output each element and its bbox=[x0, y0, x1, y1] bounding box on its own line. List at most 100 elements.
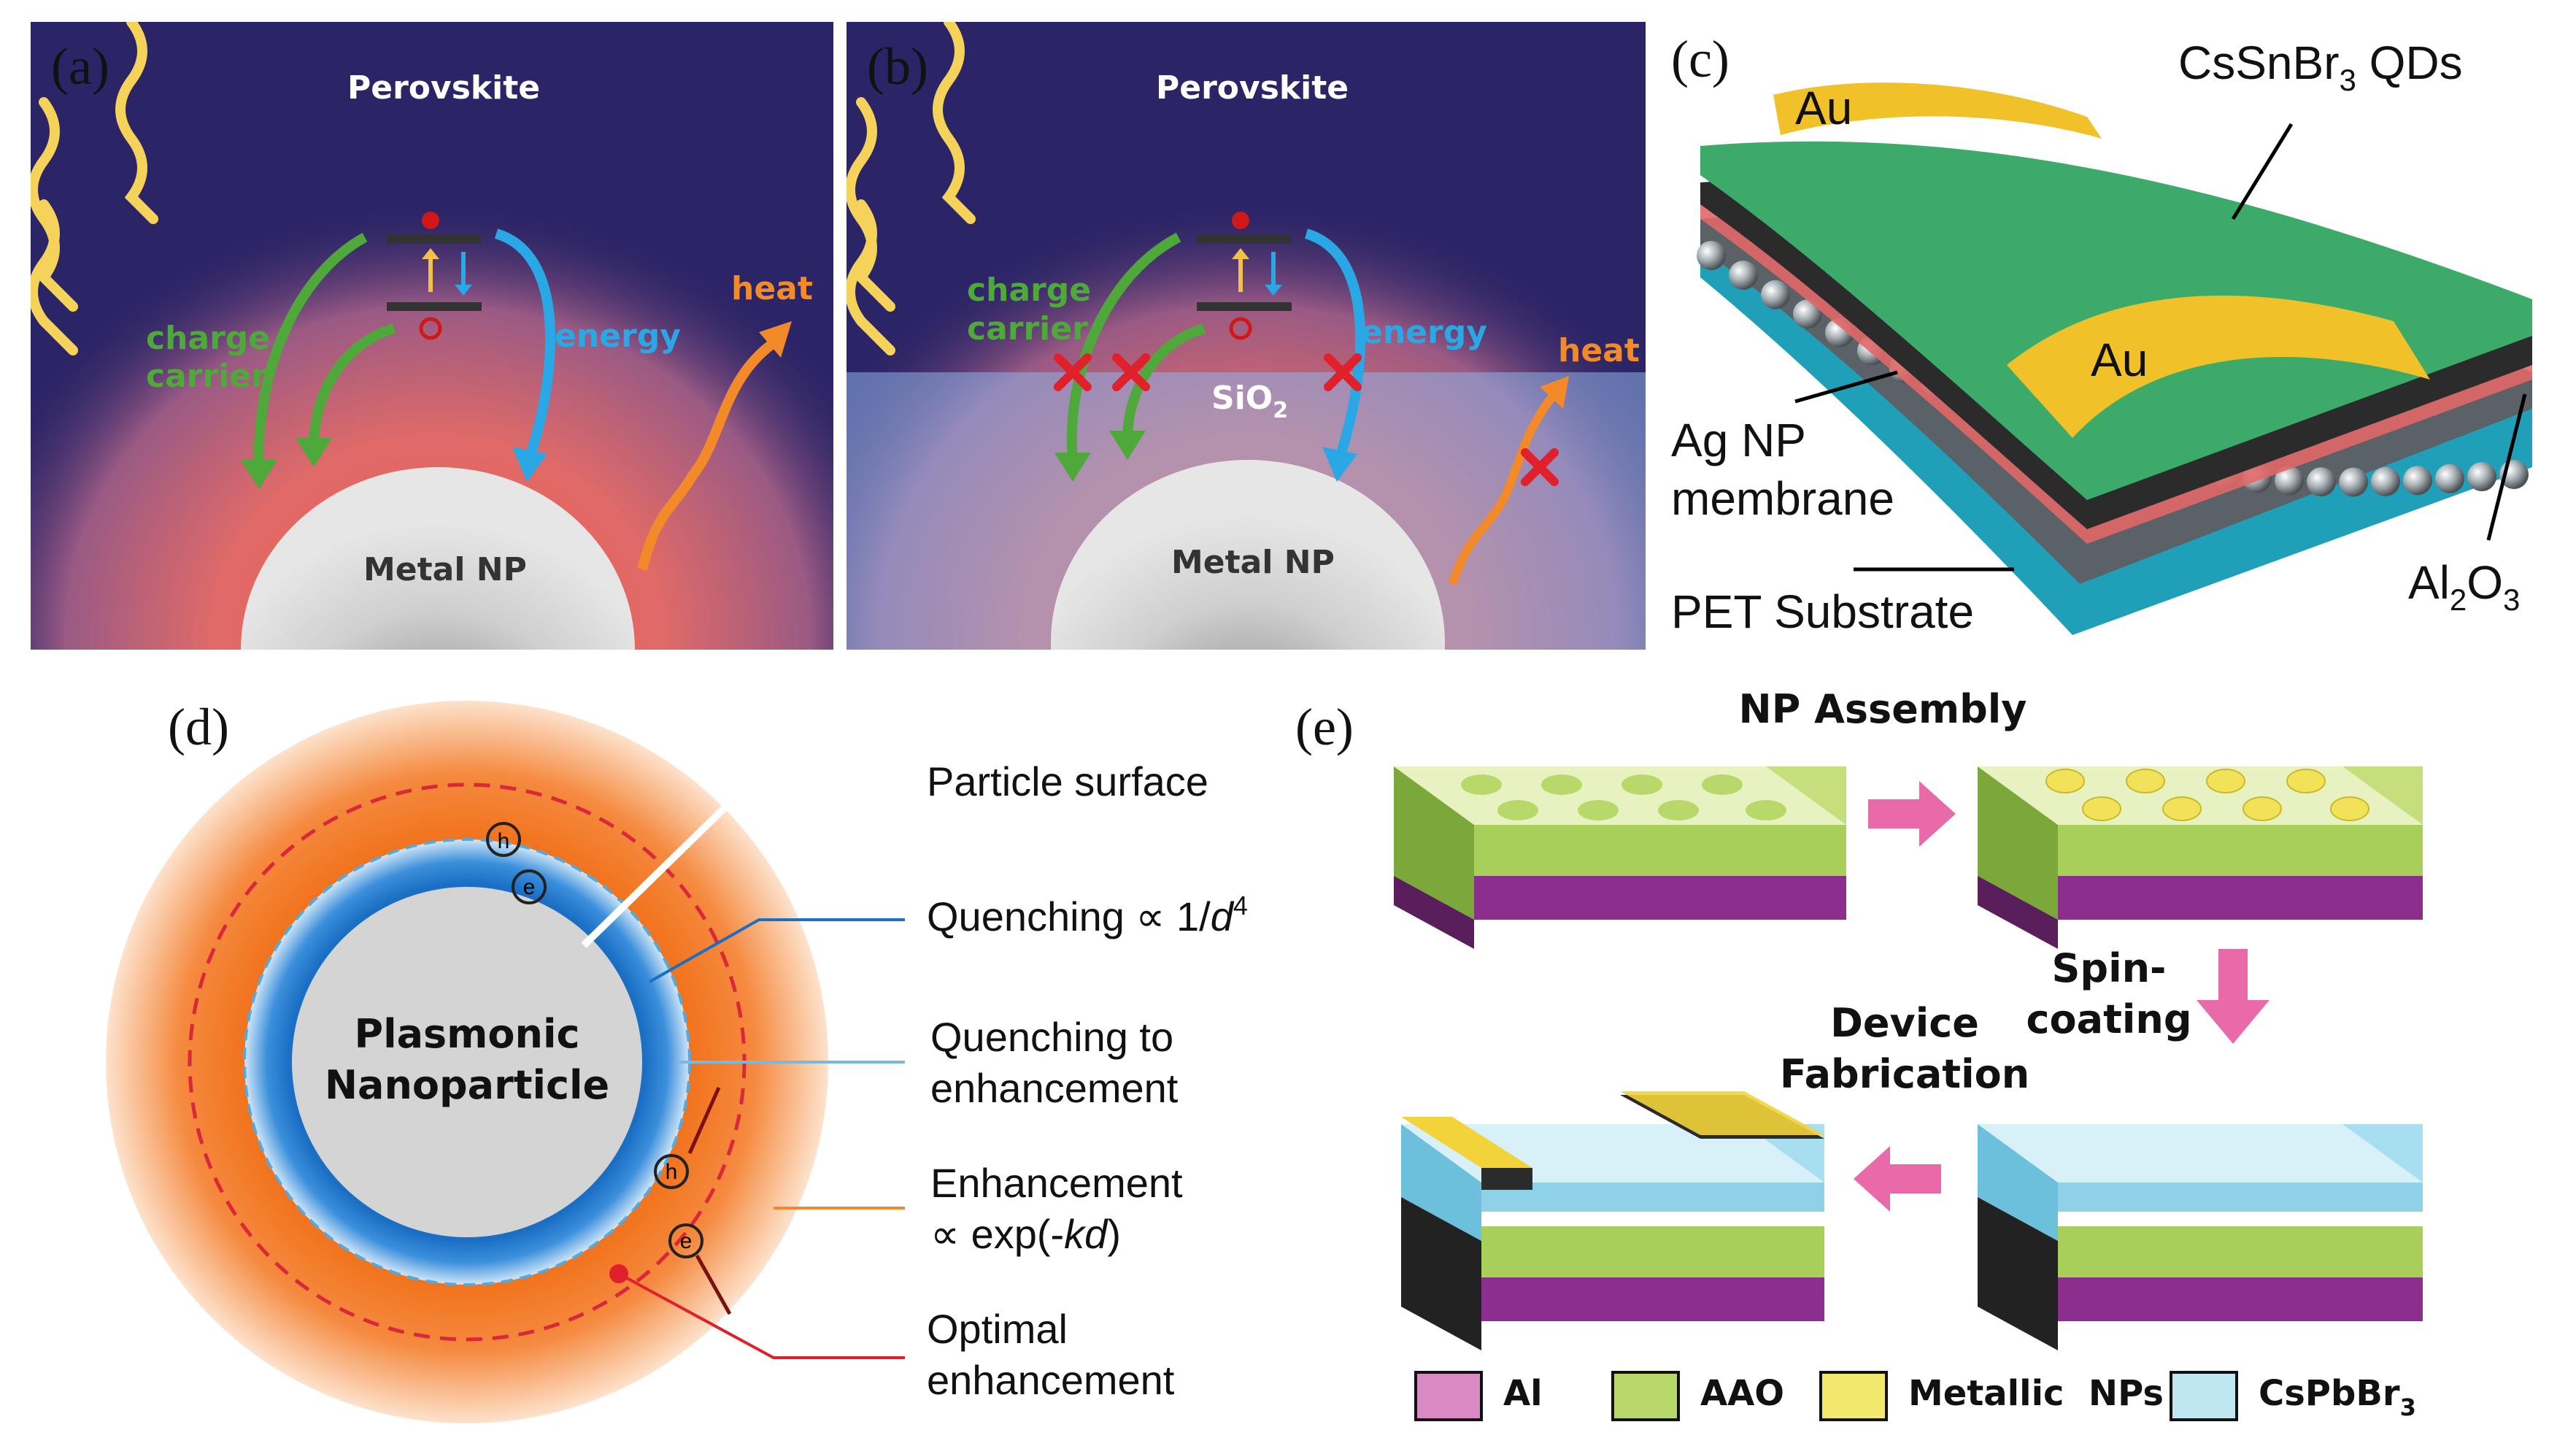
spin-label-1: Spin- bbox=[2052, 945, 2167, 991]
perovskite-label: Perovskite bbox=[347, 69, 540, 107]
metal-np-label: Metal NP bbox=[363, 551, 527, 588]
carrier-label: carrier bbox=[146, 358, 267, 395]
panel-e: (e) NP Assembly bbox=[1295, 686, 2423, 1421]
np-assembly-label: NP Assembly bbox=[1739, 686, 2027, 732]
svg-text:h: h bbox=[666, 1160, 678, 1184]
svg-text:e: e bbox=[523, 875, 536, 899]
quenching-label: Quenching ∝ 1/d4 bbox=[927, 891, 1248, 939]
au-bottom-label: Au bbox=[2091, 334, 2148, 386]
al2o3-leader-line bbox=[2486, 393, 2527, 541]
energy-transfer-arrow bbox=[494, 228, 556, 455]
surface-marker bbox=[581, 793, 740, 948]
device-label-2: Fabrication bbox=[1780, 1051, 2029, 1097]
ag-nanoparticle bbox=[2403, 466, 2432, 496]
optimal-label-2: enhancement bbox=[927, 1357, 1175, 1403]
heat-arrow bbox=[1448, 391, 1558, 585]
panel-a: (a) Perovskite charge carrier energy hea… bbox=[31, 22, 833, 650]
quenching-leader bbox=[649, 918, 905, 983]
arrow-down bbox=[2197, 949, 2270, 1044]
panel-b: (b) Perovskite charge carrier energy hea… bbox=[847, 22, 1646, 650]
ag-np-label: Ag NP bbox=[1671, 414, 1806, 466]
legend-swatch-aao bbox=[1611, 1371, 1680, 1421]
panel-d: (d) Plasmonic Nanoparticle h e h e bbox=[106, 698, 1248, 1423]
block-aao bbox=[1394, 766, 1846, 949]
au-top-label: Au bbox=[1795, 82, 1852, 134]
device-label-1: Device bbox=[1830, 1000, 1979, 1046]
np-label-1: Plasmonic bbox=[355, 1011, 580, 1057]
ag-nanoparticle bbox=[2467, 462, 2496, 491]
block-aao-nps bbox=[1978, 766, 2423, 949]
optimal-label-1: Optimal bbox=[927, 1306, 1068, 1352]
q2e-label-2: enhancement bbox=[930, 1065, 1179, 1111]
membrane-label: membrane bbox=[1671, 472, 1894, 525]
block-with-perovskite bbox=[1978, 1124, 2423, 1350]
ag-nanoparticle bbox=[1793, 299, 1822, 329]
legend-swatch-nps bbox=[1819, 1371, 1888, 1421]
au-electrode-top bbox=[1773, 82, 2102, 139]
heat-arrow bbox=[637, 339, 777, 571]
carrier-label: carrier bbox=[967, 310, 1088, 347]
legend: Al AAO Metallic NPs CsPbBr3 bbox=[1414, 1371, 2416, 1421]
incident-light-rays bbox=[31, 22, 158, 355]
legend-label-nps: Metallic NPs bbox=[1908, 1373, 2164, 1414]
ag-nanoparticle bbox=[1761, 280, 1790, 309]
exciton-far: h e bbox=[654, 1086, 732, 1315]
ag-leader-line bbox=[1794, 370, 1898, 404]
legend-swatch-cspbbr3 bbox=[2170, 1371, 2238, 1421]
np-label-2: Nanoparticle bbox=[325, 1062, 609, 1108]
legend-label-al: Al bbox=[1503, 1373, 1543, 1414]
legend-swatch-al bbox=[1414, 1371, 1483, 1421]
panel-d-tag: (d) bbox=[168, 698, 229, 756]
metal-np-label: Metal NP bbox=[1171, 544, 1335, 581]
electron-icon bbox=[1232, 212, 1249, 229]
block-device bbox=[1401, 1091, 1824, 1350]
panel-b-tag: (b) bbox=[867, 37, 928, 96]
charge-transfer-arrows bbox=[1066, 232, 1206, 461]
ag-nanoparticle bbox=[2371, 466, 2400, 496]
blocked-cross-icons bbox=[1054, 353, 1559, 486]
heat-label: heat bbox=[1558, 332, 1640, 369]
charge-label: charge bbox=[146, 320, 270, 357]
optimal-leader bbox=[618, 1272, 905, 1359]
legend-label-cspbbr3: CsPbBr3 bbox=[2259, 1373, 2416, 1421]
panel-a-tag: (a) bbox=[51, 37, 109, 96]
electrode-left bbox=[1401, 1117, 1532, 1168]
electron-icon bbox=[422, 212, 439, 229]
energy-label: energy bbox=[1361, 314, 1487, 351]
perovskite-label: Perovskite bbox=[1156, 69, 1349, 107]
hole-icon bbox=[419, 317, 442, 340]
hole-icon bbox=[1229, 317, 1252, 340]
ag-nanoparticle bbox=[1697, 241, 1726, 270]
panel-c: (c) Au Au CsSnBr3 QDs Ag NP membrane PET… bbox=[1671, 30, 2532, 638]
plasmonic-field-glow bbox=[31, 197, 833, 650]
svg-text:h: h bbox=[498, 829, 510, 853]
ag-nanoparticle bbox=[2307, 467, 2336, 497]
particle-surface-label: Particle surface bbox=[927, 758, 1208, 804]
spin-label-2: coating bbox=[2027, 996, 2192, 1042]
metal-np-sphere bbox=[1051, 460, 1445, 650]
energy-levels bbox=[1197, 212, 1292, 340]
energy-label: energy bbox=[555, 318, 681, 355]
al2o3-label: Al2O3 bbox=[2408, 556, 2520, 617]
energy-transfer-arrow bbox=[1304, 228, 1366, 455]
metal-np-sphere bbox=[241, 467, 635, 650]
ag-nanoparticle bbox=[2339, 467, 2368, 497]
qd-label: CsSnBr3 QDs bbox=[2178, 36, 2463, 97]
charge-transfer-arrows bbox=[253, 232, 396, 468]
arrow-right bbox=[1868, 781, 1956, 847]
ag-nanoparticle bbox=[2435, 464, 2464, 493]
panel-e-tag: (e) bbox=[1295, 698, 1354, 756]
enhancement-label-1: Enhancement bbox=[930, 1160, 1183, 1206]
q2e-label-1: Quenching to bbox=[930, 1014, 1173, 1060]
pet-label: PET Substrate bbox=[1671, 585, 1974, 638]
sio2-label: SiO2 bbox=[1211, 380, 1288, 423]
au-electrode-bottom bbox=[2007, 295, 2430, 438]
exciton-near: h e bbox=[486, 822, 547, 904]
qd-leader-line bbox=[2231, 123, 2294, 220]
svg-text:e: e bbox=[680, 1229, 693, 1253]
enhancement-label-2: ∝ exp(-kd) bbox=[930, 1211, 1121, 1257]
legend-label-aao: AAO bbox=[1700, 1373, 1784, 1414]
ag-nanoparticle bbox=[1729, 261, 1758, 290]
panel-c-tag: (c) bbox=[1671, 30, 1729, 88]
